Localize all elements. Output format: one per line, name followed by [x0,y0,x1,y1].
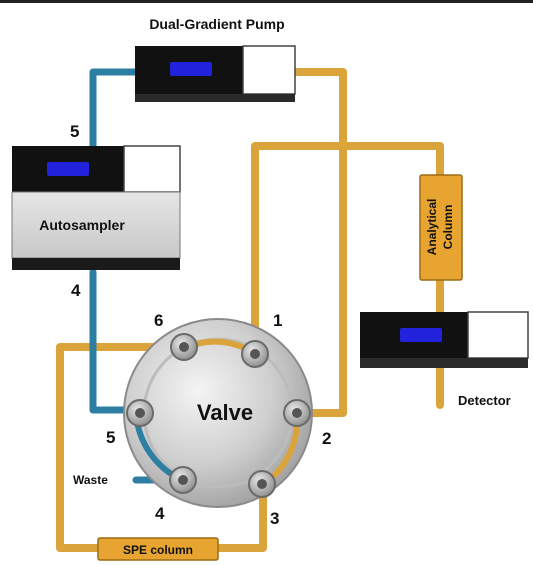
valve-port-numbers: 1 2 3 4 5 6 [106,311,331,528]
pump-instrument [135,45,296,102]
spe-column: SPE column [97,537,219,561]
port-number-2: 2 [322,429,331,448]
autosampler-base [11,191,181,259]
valve-body [123,318,313,508]
autosampler-instrument [11,145,181,270]
autosampler-front-panel [123,145,181,193]
analytical-column-label-1: Analytical [425,199,439,256]
spe-column-label: SPE column [123,543,193,557]
tube-spe-to-port3 [214,486,267,552]
detector-instrument [360,311,529,368]
tube-autosampler-to-port5 [89,268,132,414]
autosampler-display [47,162,89,176]
detector-display [400,328,442,342]
analytical-column-body [419,174,463,281]
spe-column-body [97,537,219,561]
valve-label: Valve [197,400,253,425]
valve-ports [126,333,311,498]
port-number-4: 4 [155,504,165,523]
tube-pump-to-port2 [291,68,347,417]
pump-front-panel [242,45,296,95]
autosampler-foot [12,258,180,270]
port-number-5: 5 [106,428,115,447]
tube-pump-to-autosampler [89,68,139,150]
port-number-3: 3 [270,509,279,528]
pump-display [170,62,212,76]
waste-label: Waste [73,473,108,487]
detector-front-panel [467,311,529,359]
valve-assembly: Valve [123,318,313,508]
tube-port1-to-column [251,142,444,359]
port-number-1: 1 [273,311,282,330]
line-number-5-top: 5 [70,122,79,141]
analytical-column: Analytical Column [419,174,463,281]
detector-base [360,358,528,368]
top-border [0,0,533,3]
port-number-6: 6 [154,311,163,330]
autosampler-label: Autosampler [39,217,125,233]
analytical-column-label-2: Column [441,205,455,250]
line-number-4-left: 4 [71,281,81,300]
tube-port6-to-spe [56,343,189,552]
detector-label: Detector [458,393,511,408]
pump-title: Dual-Gradient Pump [149,16,284,32]
orange-tubing [56,68,444,552]
pump-base [135,94,295,102]
